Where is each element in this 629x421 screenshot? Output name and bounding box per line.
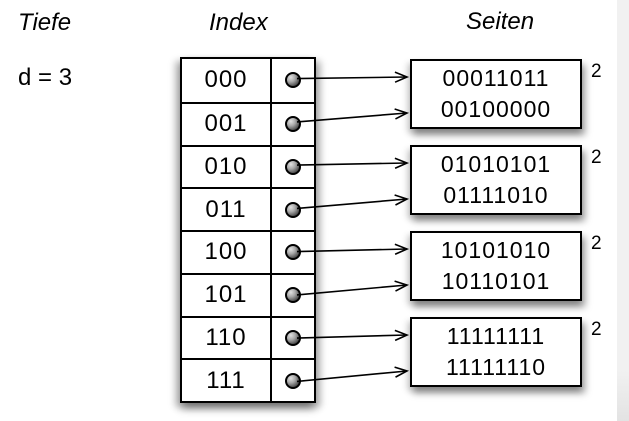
pointer-cell (272, 187, 314, 230)
local-depth-badge: 2 (591, 233, 602, 254)
pointer-cell (272, 230, 314, 273)
local-depth-badge: 2 (591, 319, 602, 340)
pointer-dot-icon (285, 116, 301, 133)
pages-header: Seiten (466, 8, 535, 35)
page-box: 01010101 01111010 (410, 145, 582, 215)
index-cell-label: 011 (182, 187, 272, 230)
pointer-dot-icon (285, 372, 301, 389)
pointer-cell (272, 59, 314, 102)
pointer-dot-icon (285, 329, 301, 346)
pointer-dot-icon (285, 72, 301, 89)
page-entry: 01111010 (443, 182, 549, 208)
pointer-dot-icon (285, 287, 301, 304)
page-entry: 10101010 (440, 237, 552, 263)
page-entry: 10110101 (441, 268, 551, 294)
pointer-cell (272, 272, 314, 316)
pointer-dot-icon (285, 244, 301, 261)
page-entry: 11111111 (446, 323, 546, 349)
page-entry: 11111110 (445, 354, 547, 380)
pointer-dot-icon (285, 201, 301, 218)
index-cell-label: 010 (182, 144, 272, 188)
index-cell-label: 111 (182, 358, 272, 401)
pointer-dot-icon (285, 158, 301, 175)
local-depth-badge: 2 (591, 147, 602, 168)
page-box: 11111111 11111110 (410, 317, 582, 387)
page-entry: 01010101 (440, 151, 552, 177)
pointer-cell (272, 358, 314, 401)
page-box: 10101010 10110101 (410, 231, 582, 301)
index-cell-label: 000 (182, 59, 272, 102)
pointer-cell (272, 144, 314, 188)
page-entry: 00011011 (442, 65, 550, 91)
slide-edge-strip (617, 0, 629, 421)
pointer-cell (272, 101, 314, 145)
index-cell-label: 101 (182, 272, 272, 316)
index-cell-label: 110 (182, 315, 272, 359)
depth-value: d = 3 (18, 64, 73, 91)
index-cell-label: 100 (182, 230, 272, 273)
page-entry: 00100000 (440, 96, 552, 122)
depth-header: Tiefe (18, 9, 72, 36)
pointer-cell (272, 315, 314, 359)
index-cell-label: 001 (182, 101, 272, 145)
page-box: 00011011 00100000 (410, 59, 582, 129)
local-depth-badge: 2 (591, 61, 602, 82)
index-header: Index (209, 9, 268, 36)
